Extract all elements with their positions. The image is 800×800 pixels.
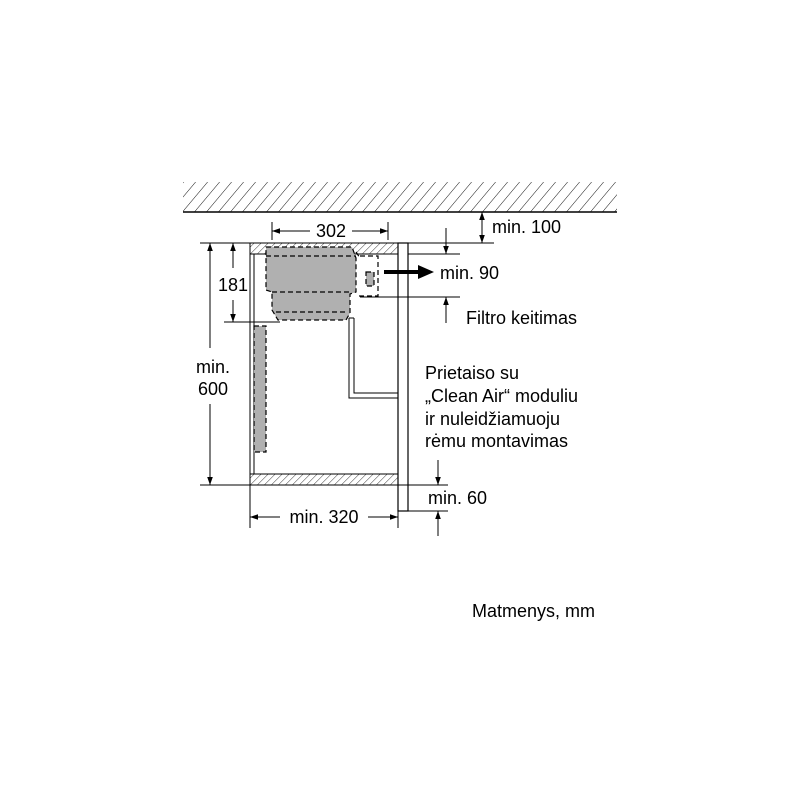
description-line-1: Prietaiso su <box>425 363 519 383</box>
dim-depth-320: min. 320 <box>249 485 399 528</box>
label-side-90: min. 90 <box>440 263 499 283</box>
ceiling <box>183 182 617 213</box>
dim-filter-change: Filtro keitimas <box>360 228 577 328</box>
dim-ceiling-clearance: min. 100 <box>398 212 561 244</box>
label-ceiling-clearance: min. 100 <box>492 217 561 237</box>
clean-air-module <box>265 246 361 321</box>
label-depth-320: min. 320 <box>289 507 358 527</box>
front-door-panel <box>397 242 409 512</box>
front-frame-clip <box>356 255 379 297</box>
description-text: Prietaiso su „Clean Air“ moduliu ir nule… <box>425 363 578 451</box>
label-height-600-line1: min. <box>196 357 230 377</box>
back-filter-panel <box>253 325 267 453</box>
label-filter-change: Filtro keitimas <box>466 308 577 328</box>
label-height-181: 181 <box>218 275 248 295</box>
dim-height-181: 181 <box>218 242 280 323</box>
units-note: Matmenys, mm <box>472 601 595 621</box>
lowering-frame <box>348 317 398 399</box>
description-line-4: rėmu montavimas <box>425 431 568 451</box>
description-line-2: „Clean Air“ moduliu <box>425 386 578 406</box>
dim-width-302: 302 <box>271 221 389 241</box>
label-height-600-line2: 600 <box>198 379 228 399</box>
dim-bottom-60: min. 60 <box>398 460 487 536</box>
dim-side-90: min. 90 <box>384 263 499 283</box>
label-width-302: 302 <box>316 221 346 241</box>
description-line-3: ir nuleidžiamuoju <box>425 409 560 429</box>
dim-height-600: min. 600 <box>196 242 250 486</box>
label-bottom-60: min. 60 <box>428 488 487 508</box>
cabinet-bottom-board <box>249 473 399 486</box>
